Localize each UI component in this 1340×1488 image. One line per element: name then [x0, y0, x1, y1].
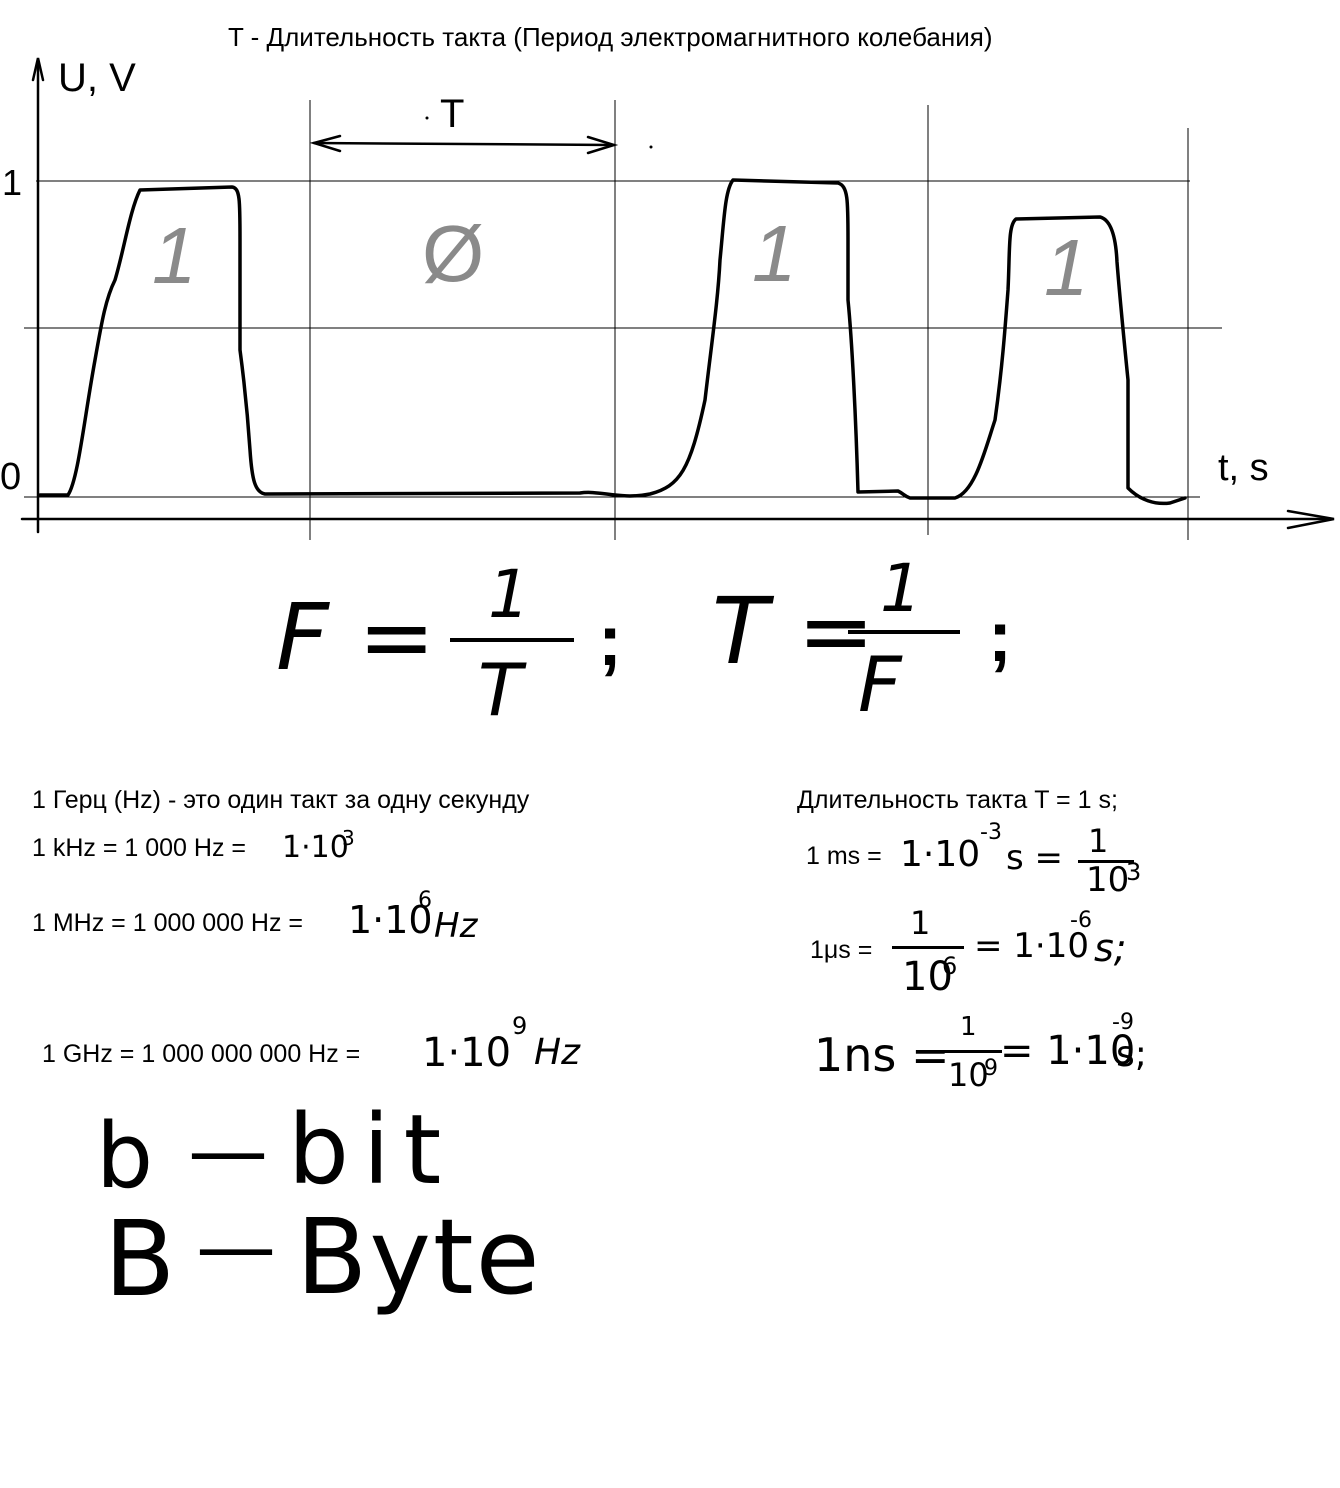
ns-bar [944, 1050, 1002, 1053]
formula-freq-num: 1 [488, 556, 530, 633]
y-axis-label: U, V [58, 56, 136, 100]
period-arrow-left-head [309, 134, 342, 153]
formula-period-num: 1 [880, 550, 922, 627]
bit-label-4: 1 [1044, 223, 1089, 312]
x-axis-arrow [1286, 509, 1335, 530]
x-axis-label: t, s [1218, 447, 1269, 489]
ghz-hand: 1·10 [422, 1030, 512, 1076]
formula-freq-lhs: F = [276, 584, 436, 691]
ms-unit: s = [1006, 838, 1064, 878]
ghz-text: 1 GHz = 1 000 000 000 Hz = [42, 1040, 361, 1068]
bit-dash: — [188, 1104, 268, 1197]
ns-unit: s; [1116, 1034, 1147, 1075]
us-bar [892, 946, 964, 949]
mhz-unit: Hz [434, 906, 478, 946]
y-tick-one: 1 [2, 162, 23, 203]
y-tick-zero: 0 [0, 456, 22, 498]
khz-hand: 1·10 [282, 830, 349, 865]
mhz-text: 1 MHz = 1 000 000 Hz = [32, 909, 303, 937]
period-arrow-right-head [586, 135, 619, 155]
formula-freq-bar [450, 638, 574, 642]
hertz-definition: 1 Герц (Hz) - это один такт за одну секу… [32, 786, 530, 814]
y-axis-arrow [31, 57, 45, 82]
us-exp: -6 [1070, 908, 1092, 933]
us-text: 1μs = [810, 936, 873, 964]
us-eq: = 1·10 [974, 926, 1089, 966]
ghz-exp: 9 [512, 1012, 528, 1040]
bit-word: bit [288, 1094, 456, 1206]
bit-label-3: 1 [752, 209, 797, 298]
us-den-exp: 6 [942, 952, 958, 980]
formula-freq-sep: ; [598, 601, 622, 681]
formula-period-lhs: T = [712, 578, 875, 685]
period-label: T [440, 92, 465, 136]
ms-den-exp: 3 [1126, 858, 1142, 886]
ghz-unit: Hz [534, 1032, 580, 1073]
waveform-trace [38, 178, 1187, 506]
formula-period-den: F [858, 640, 902, 729]
khz-text: 1 kHz = 1 000 Hz = [32, 834, 247, 862]
bit-label-1: 1 [152, 211, 197, 300]
period-arrow-line [312, 141, 614, 147]
us-num: 1 [910, 904, 931, 942]
mhz-hand: 1·10 [348, 898, 433, 942]
mhz-exp: 6 [418, 888, 432, 913]
byte-word: Byte [296, 1196, 542, 1318]
ms-num: 1 [1088, 822, 1109, 860]
us-den: 10 [902, 954, 953, 1000]
bit-short: b [96, 1104, 154, 1209]
ms-text: 1 ms = [806, 842, 882, 870]
byte-dash: — [196, 1200, 276, 1293]
formula-freq-den: T [478, 648, 522, 732]
ns-num: 1 [960, 1012, 977, 1042]
ms-hand: 1·10 [900, 834, 981, 875]
us-unit: s; [1094, 926, 1127, 970]
ms-exp: -3 [980, 820, 1002, 845]
ns-den: 10 [948, 1056, 989, 1094]
formula-period-sep: ; [988, 597, 1012, 677]
period-dot-left [425, 116, 429, 120]
diagram-title: T - Длительность такта (Период электрома… [228, 22, 993, 52]
ns-lhs: 1ns = [814, 1028, 950, 1082]
period-definition: Длительность такта T = 1 s; [797, 786, 1118, 814]
byte-short: B [104, 1198, 176, 1320]
formula-period-bar [848, 630, 960, 634]
period-dot-right [649, 145, 653, 149]
ns-den-exp: 9 [984, 1056, 998, 1081]
ns-exp: -9 [1112, 1010, 1134, 1035]
ns-eq: = 1·10 [1000, 1028, 1136, 1074]
ms-bar [1078, 860, 1134, 863]
bit-label-2: Ø [422, 209, 485, 298]
ms-den: 10 [1086, 860, 1130, 900]
khz-exp: 3 [342, 826, 355, 850]
